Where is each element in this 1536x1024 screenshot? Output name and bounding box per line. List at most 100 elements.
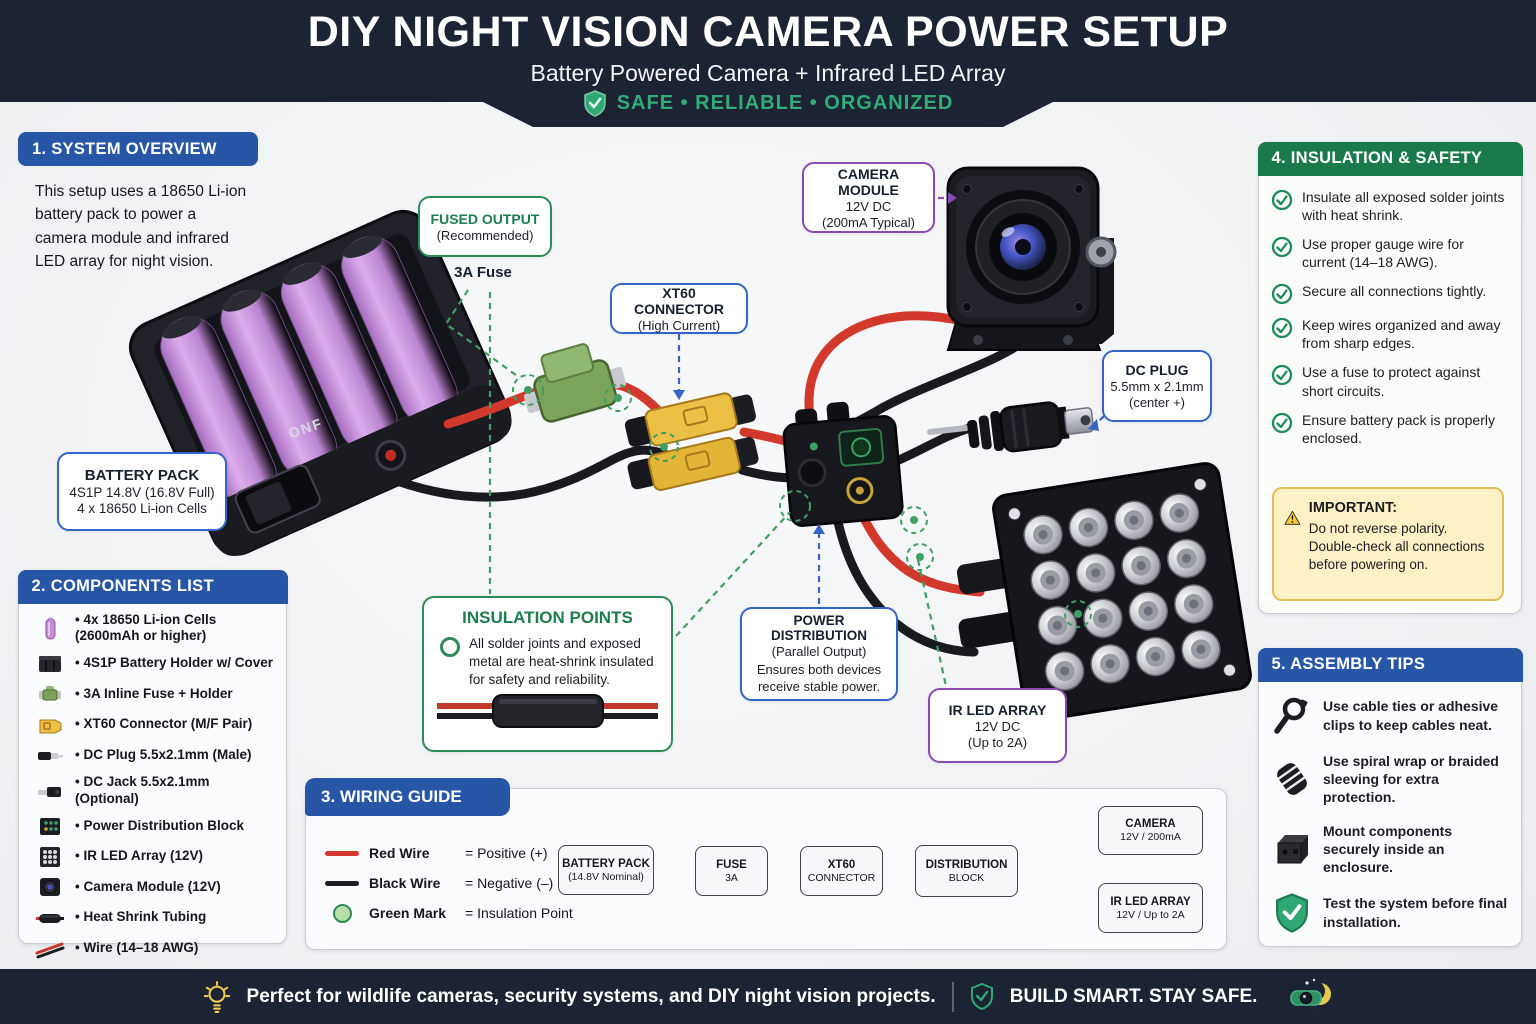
list-item: Mount components securely inside an encl… [1271, 822, 1511, 877]
section-overview-header: 1. SYSTEM OVERVIEW [18, 132, 258, 166]
section-components-list: 2. COMPONENTS LIST 4x 18650 Li-ion Cells… [17, 569, 288, 959]
camera-module-graphic [946, 166, 1117, 351]
legend-red-wire: Red Wire = Positive (+) [325, 843, 573, 863]
xt60-icon [33, 713, 67, 737]
list-item: 3A Inline Fuse + Holder [33, 682, 276, 706]
safety-items: Insulate all exposed solder joints with … [1271, 188, 1509, 448]
list-item: Secure all connections tightly. [1271, 282, 1509, 305]
inline-fuse-icon [33, 682, 67, 706]
inline-fuse-graphic [523, 343, 627, 423]
callout-ir-led-array: IR LED ARRAY 12V DC (Up to 2A) [928, 688, 1067, 763]
header-notch [483, 102, 1053, 127]
tips-header: 5. ASSEMBLY TIPS [1257, 647, 1523, 682]
check-circle-icon [1271, 412, 1293, 433]
list-item: Heat Shrink Tubing [33, 906, 276, 930]
list-item: Use cable ties or adhesive clips to keep… [1271, 696, 1511, 736]
callout-power-distribution: POWER DISTRIBUTION (Parallel Output) Ens… [740, 607, 898, 701]
power-switch [234, 464, 321, 534]
ir-led-array-icon [33, 845, 67, 869]
tips-items: Use cable ties or adhesive clips to keep… [1271, 696, 1511, 933]
components-header: 2. COMPONENTS LIST [17, 569, 288, 604]
shield-check-icon [970, 983, 993, 1010]
important-text: IMPORTANT: Do not reverse polarity. Doub… [1308, 500, 1485, 572]
wiring-legend: Red Wire = Positive (+) Black Wire = Neg… [325, 843, 573, 923]
list-item: DC Jack 5.5x2.1mm (Optional) [33, 774, 276, 808]
black-wire-swatch [325, 880, 359, 886]
ir-leds [1023, 493, 1221, 691]
distribution-block-graphic [782, 401, 904, 527]
footer-bar: Perfect for wildlife cameras, security s… [0, 969, 1536, 1024]
heat-shrink-icon [33, 906, 67, 930]
footer-divider [951, 981, 954, 1012]
components-items: 4x 18650 Li-ion Cells (2600mAh or higher… [19, 612, 286, 961]
warning-triangle-icon [1284, 510, 1301, 525]
list-item: 4x 18650 Li-ion Cells (2600mAh or higher… [33, 612, 276, 646]
callout-xt60: XT60 CONNECTOR (High Current) [610, 283, 748, 334]
dc-plug-graphic [967, 401, 1095, 453]
wire-icon [33, 936, 67, 960]
shield-check-icon [583, 90, 606, 117]
safety-header: 4. INSULATION & SAFETY [1257, 141, 1523, 176]
green-ring-icon [440, 637, 460, 657]
list-item: Test the system before final installatio… [1271, 892, 1511, 933]
overview-text: This setup uses a 18650 Li-ion battery p… [35, 183, 247, 270]
camera-module-icon [33, 875, 67, 899]
ir-led-array-graphic [956, 462, 1252, 722]
list-item: IR LED Array (12V) [33, 845, 276, 869]
heat-shrink-graphic [437, 693, 658, 728]
insulation-point-dots [524, 386, 1082, 618]
check-circle-icon [1271, 189, 1293, 210]
list-item: Ensure battery pack is properly enclosed… [1271, 411, 1509, 448]
spiral-wrap-icon [1277, 762, 1307, 795]
list-item: Use spiral wrap or braided sleeving for … [1271, 752, 1511, 807]
battery-cell-icon [33, 616, 67, 640]
callout-dc-plug: DC PLUG 5.5mm x 2.1mm (center +) [1102, 350, 1212, 422]
page-subtitle: Battery Powered Camera + Infrared LED Ar… [530, 60, 1006, 86]
check-circle-icon [1271, 236, 1293, 258]
important-warning-box: IMPORTANT: Do not reverse polarity. Doub… [1272, 487, 1504, 601]
lightbulb-icon [203, 980, 230, 1013]
green-mark-swatch [325, 903, 359, 923]
distribution-block-icon [33, 814, 67, 838]
header-bar [0, 0, 1536, 102]
insulation-note: All solder joints and exposed metal are … [430, 635, 665, 690]
fuse-note: 3A Fuse [454, 264, 512, 281]
legend-black-wire: Black Wire = Negative (–) [325, 873, 573, 893]
wiring-guide-header: 3. WIRING GUIDE [305, 778, 510, 816]
cable-tie-icon [1274, 697, 1308, 734]
check-circle-icon [1271, 284, 1293, 305]
list-item: Wire (14–18 AWG) [33, 936, 276, 960]
callout-camera-module: CAMERA MODULE 12V DC (200mA Typical) [802, 162, 935, 233]
red-wire-swatch [325, 850, 359, 856]
section-insulation-safety: 4. INSULATION & SAFETY Insulate all expo… [1257, 141, 1523, 614]
header-badge-text: SAFE • RELIABLE • ORGANIZED [616, 92, 954, 114]
night-camera-moon-icon [1290, 978, 1332, 1011]
battery-holder-icon [33, 652, 67, 676]
flow-battery-pack: BATTERY PACK(14.8V Nominal) [558, 845, 654, 895]
list-item: Insulate all exposed solder joints with … [1271, 188, 1509, 225]
list-item: Keep wires organized and away from sharp… [1271, 316, 1509, 353]
callout-fused-output: FUSED OUTPUT (Recommended) [418, 196, 552, 257]
section-assembly-tips: 5. ASSEMBLY TIPS Use cable ties or adhes… [1257, 647, 1523, 947]
list-item: DC Plug 5.5x2.1mm (Male) [33, 743, 276, 767]
callout-insulation-points: INSULATION POINTS All solder joints and … [422, 596, 673, 752]
list-item: 4S1P Battery Holder w/ Cover [33, 652, 276, 676]
dc-plug-icon [33, 743, 67, 767]
footer-right-text: BUILD SMART. STAY SAFE. [1009, 985, 1258, 1007]
list-item: Use proper gauge wire for current (14–18… [1271, 235, 1509, 272]
list-item: XT60 Connector (M/F Pair) [33, 713, 276, 737]
section-system-overview: 1. SYSTEM OVERVIEW This setup uses a 186… [18, 132, 268, 273]
battery-cells [160, 235, 458, 505]
list-item: Use a fuse to protect against short circ… [1271, 363, 1509, 400]
insulation-point-marks [512, 374, 1092, 628]
xt60-graphic [624, 392, 759, 491]
check-circle-icon [1271, 317, 1293, 339]
list-item: Camera Module (12V) [33, 875, 276, 899]
page-title: DIY NIGHT VISION CAMERA POWER SETUP [307, 8, 1229, 56]
